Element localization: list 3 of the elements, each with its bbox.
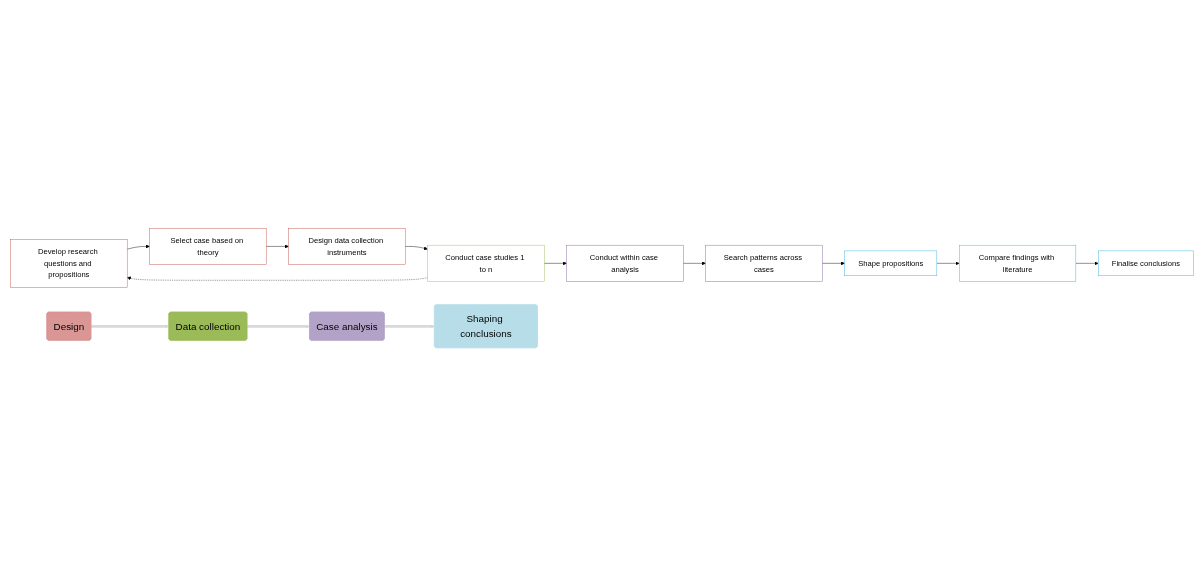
arrow: [384, 324, 435, 329]
arrow: [246, 324, 310, 329]
arrow: [90, 324, 169, 329]
